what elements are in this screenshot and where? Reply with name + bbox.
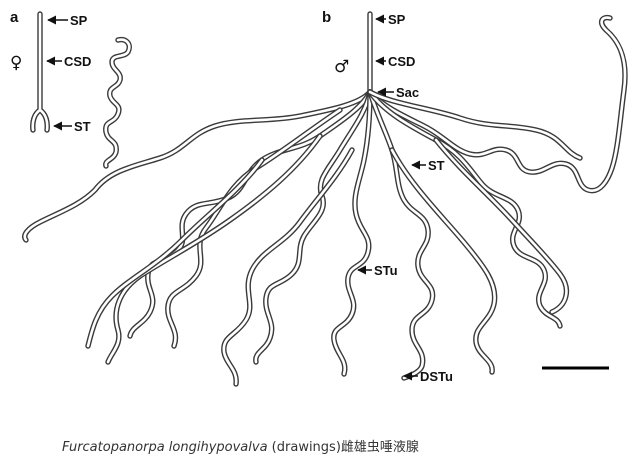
male-tubule-branch-lumen bbox=[86, 158, 264, 348]
female-symbol-icon: ♀ bbox=[10, 53, 22, 73]
figure-caption: Furcatopanorpa longihypovalva (drawings)… bbox=[62, 436, 419, 455]
male-tubule-branch-lumen bbox=[332, 90, 372, 376]
male-tubule-branch-outline bbox=[253, 89, 373, 365]
label-a-csd: CSD bbox=[64, 54, 91, 69]
panel-a-letter: a bbox=[10, 9, 19, 26]
label-a-sp: SP bbox=[70, 13, 88, 28]
male-symbol-icon: ♂ bbox=[334, 57, 349, 77]
caption-chinese: 雌雄虫唾液腺 bbox=[340, 440, 419, 455]
male-tubule-branch-outline bbox=[105, 133, 323, 365]
label-a-st: ST bbox=[74, 119, 91, 134]
panel-a-labels: SP CSD ST bbox=[46, 13, 91, 134]
male-tubule-branch-lumen bbox=[254, 90, 372, 364]
male-tubule-branch-lumen bbox=[434, 138, 568, 314]
label-b-dstu: DSTu bbox=[420, 369, 453, 384]
female-salivary-gland bbox=[30, 11, 132, 169]
label-b-sac: Sac bbox=[396, 85, 419, 100]
caption-species: Furcatopanorpa longihypovalva bbox=[62, 440, 268, 455]
male-tubule-branch-lumen bbox=[368, 16, 627, 192]
label-b-stu: STu bbox=[374, 263, 398, 278]
male-tubule-branch-lumen bbox=[23, 90, 372, 242]
panel-b-letter: b bbox=[322, 9, 331, 26]
panel-b-labels: SP CSD Sac ST STu DSTu bbox=[357, 12, 453, 384]
male-tubule-branch-lumen bbox=[368, 90, 434, 380]
male-tubule-branch-lumen bbox=[390, 148, 496, 374]
male-tubule-branch-lumen bbox=[368, 90, 582, 160]
salivary-gland-figure: a ♀ SP CSD ST b ♂ SP CSD Sac ST STu DS bbox=[10, 9, 628, 387]
male-tubule-branch-lumen bbox=[106, 134, 322, 364]
male-salivary-gland bbox=[22, 11, 628, 387]
label-b-csd: CSD bbox=[388, 54, 415, 69]
caption-note: (drawings) bbox=[267, 440, 341, 455]
male-tubule-branch-lumen bbox=[128, 90, 372, 338]
label-b-sp: SP bbox=[388, 12, 406, 27]
male-tubule-branch-lumen bbox=[222, 148, 354, 386]
label-b-st: ST bbox=[428, 158, 445, 173]
